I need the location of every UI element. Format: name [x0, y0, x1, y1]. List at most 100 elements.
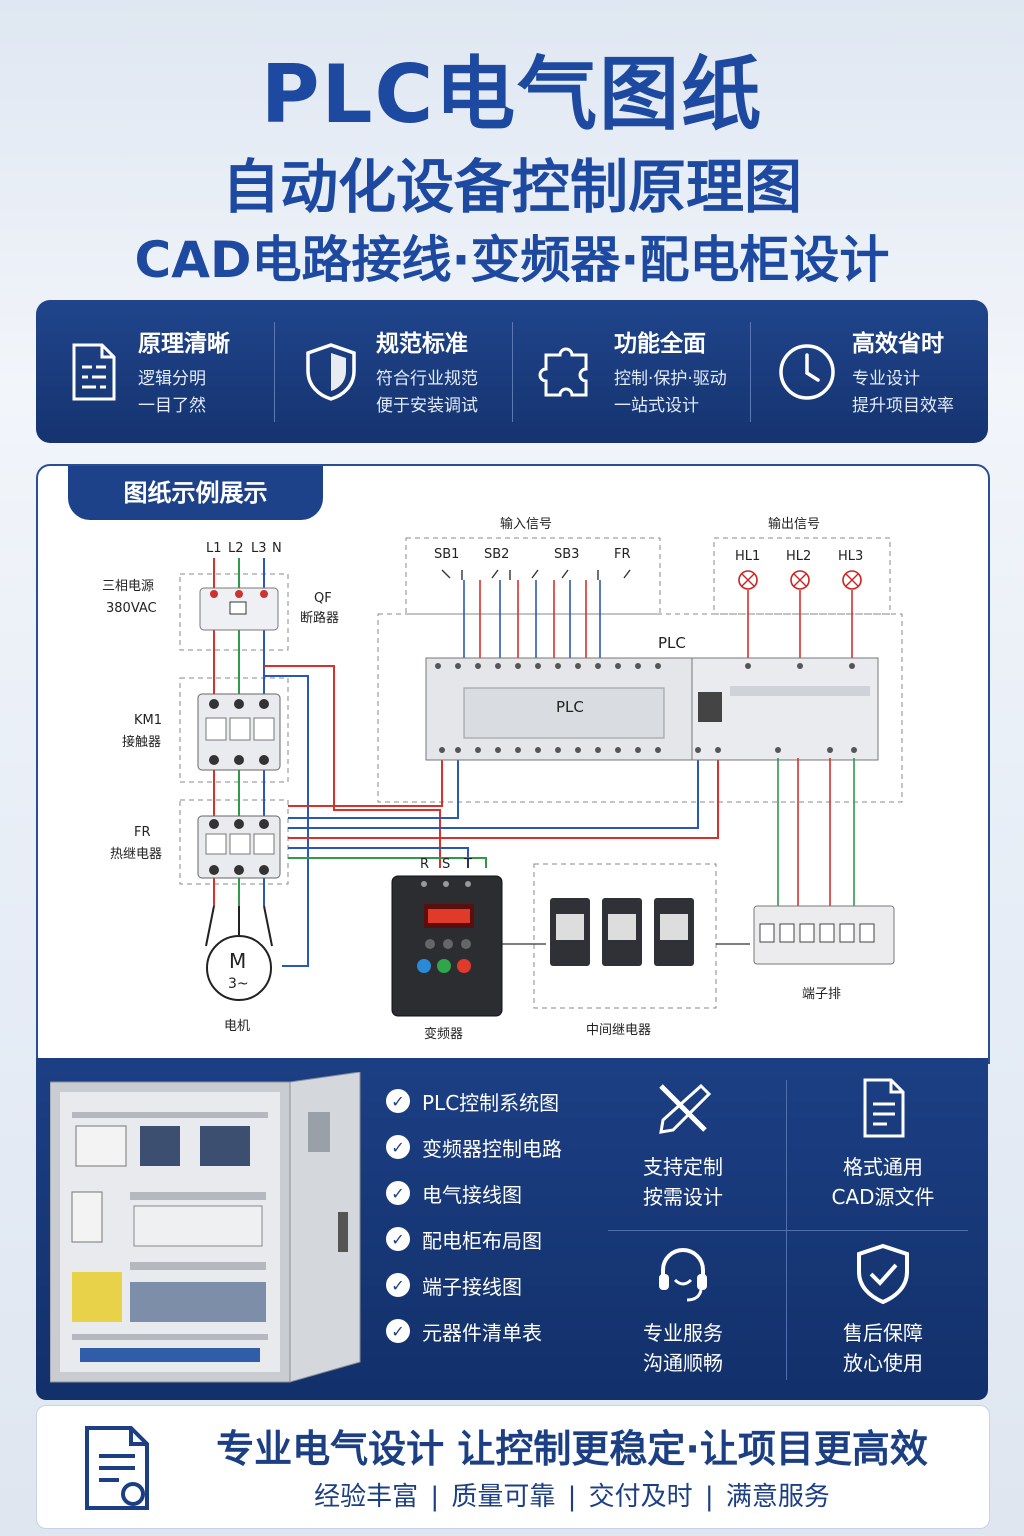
footer-sub: 经验丰富 | 质量可靠 | 交付及时 | 满意服务	[314, 1482, 830, 1512]
feature-efficient: 高效省时 专业设计 提升项目效率	[750, 300, 988, 443]
checklist-item: ✓变频器控制电路	[386, 1124, 596, 1170]
intermediate-relays	[550, 898, 694, 966]
output-label: 输出信号	[768, 516, 820, 532]
vfd-terminal: T	[463, 857, 472, 872]
feature-title: 规范标准	[376, 330, 468, 357]
checklist-label: PLC控制系统图	[422, 1090, 560, 1115]
output-lamp-label: HL1	[735, 549, 760, 564]
document-gear-icon	[85, 1426, 149, 1510]
check-icon: ✓	[386, 1319, 410, 1343]
relay-name: 中间继电器	[586, 1023, 651, 1038]
schematic-panel: L1 L2 L3 N 三相电源 380VAC QF 断路器 KM1 接触器 FR…	[36, 464, 990, 1064]
service-line: 沟通顺畅	[643, 1351, 723, 1375]
phase-labels: L1 L2 L3 N	[206, 541, 282, 556]
check-icon: ✓	[386, 1089, 410, 1113]
vfd-drive	[391, 875, 503, 1017]
footer-banner: 专业电气设计 让控制更稳定·让项目更高效 经验丰富 | 质量可靠 | 交付及时 …	[36, 1405, 990, 1529]
feature-line: 便于安装调试	[376, 395, 478, 416]
service-line: 放心使用	[843, 1351, 923, 1375]
input-frame	[405, 537, 661, 615]
feature-clarity: 原理清晰 逻辑分明 一目了然	[36, 300, 274, 443]
checklist-item: ✓ 端子接线图	[386, 1262, 596, 1308]
deliverable-checklist: ✓PLC控制系统图 ✓变频器控制电路 ✓电气接线图 ✓配电柜布局图 ✓端子接线图…	[386, 1078, 596, 1354]
service-support: 专业服务 沟通顺畅	[598, 1238, 768, 1386]
shield-check-icon	[857, 1243, 909, 1305]
feature-title: 高效省时	[852, 330, 944, 357]
fr-name: 热继电器	[110, 847, 162, 862]
cabinet-image	[50, 1072, 361, 1383]
motor-letter: M	[229, 949, 246, 973]
phase-label: L1	[206, 541, 222, 556]
plc-frame	[377, 613, 903, 803]
check-icon: ✓	[386, 1181, 410, 1205]
product-panel: ✓PLC控制系统图 ✓变频器控制电路 ✓电气接线图 ✓配电柜布局图 ✓端子接线图…	[36, 1058, 988, 1400]
check-icon: ✓	[386, 1135, 410, 1159]
document-icon	[72, 343, 116, 400]
output-lamp-label: HL3	[838, 549, 863, 564]
feature-standard: 规范标准 符合行业规范 便于安装调试	[274, 300, 512, 443]
plc-label: PLC	[556, 698, 584, 716]
vfd-terminal-labels: R S T	[420, 857, 472, 872]
plc-module: PLC	[425, 657, 879, 761]
phase-label: L3	[251, 541, 267, 556]
page-tagline: CAD电路接线·变频器·配电柜设计	[134, 231, 890, 289]
divider	[608, 1230, 968, 1231]
service-line: CAD源文件	[831, 1185, 935, 1209]
plc-top-label: PLC	[658, 634, 686, 652]
clock-icon	[779, 343, 835, 400]
diagram-tag: 图纸示例展示	[68, 466, 323, 520]
check-icon: ✓	[386, 1273, 410, 1297]
service-line: 格式通用	[843, 1155, 923, 1179]
service-line: 按需设计	[643, 1185, 723, 1209]
input-buttons: SB1 SB2 SB3 FR	[434, 547, 631, 580]
vfd-name: 变频器	[424, 1026, 463, 1042]
input-button-label: SB1	[434, 547, 459, 562]
service-format: 格式通用 CAD源文件	[798, 1072, 968, 1220]
feature-line: 逻辑分明	[138, 368, 206, 389]
feature-bar: 原理清晰 逻辑分明 一目了然 规范标准 符合行业规范 便于安装调试 功能全面 控…	[36, 300, 988, 443]
checklist-label: 配电柜布局图	[422, 1228, 542, 1253]
qf-code: QF	[314, 591, 332, 606]
puzzle-icon	[538, 347, 588, 396]
feature-line: 一目了然	[138, 395, 206, 416]
service-line: 售后保障	[843, 1321, 923, 1345]
feature-complete: 功能全面 控制·保护·驱动 一站式设计	[512, 300, 750, 443]
header: PLC电气图纸 自动化设备控制原理图 CAD电路接线·变频器·配电柜设计	[0, 0, 1024, 300]
input-button-label: SB2	[484, 547, 509, 562]
motor-name: 电机	[224, 1019, 250, 1034]
file-icon	[863, 1078, 905, 1138]
feature-line: 提升项目效率	[852, 395, 954, 416]
service-grid: 支持定制 按需设计 格式通用 CAD源文件 专业服务 沟通顺畅	[598, 1072, 978, 1392]
service-line: 专业服务	[643, 1321, 723, 1345]
terminal-name: 端子排	[802, 987, 841, 1002]
output-lamps: HL1 HL2 HL3	[735, 549, 863, 590]
feature-line: 专业设计	[852, 368, 920, 389]
km-frame	[179, 677, 289, 783]
km-code: KM1	[134, 713, 162, 728]
input-button-label: FR	[614, 547, 631, 562]
checklist-item: ✓ 电气接线图	[386, 1170, 596, 1216]
terminal-block	[753, 905, 895, 965]
headset-icon	[659, 1248, 707, 1302]
fr-thermal-relay	[197, 815, 281, 879]
feature-title: 功能全面	[614, 330, 706, 357]
phase-label: N	[272, 541, 282, 556]
page-title: PLC电气图纸	[260, 48, 764, 141]
service-aftersales: 售后保障 放心使用	[798, 1238, 968, 1386]
checklist-label: 元器件清单表	[422, 1320, 542, 1345]
checklist-label: 电气接线图	[422, 1182, 522, 1207]
feature-line: 一站式设计	[614, 395, 699, 416]
shield-icon	[306, 342, 356, 401]
checklist-label: 端子接线图	[422, 1274, 522, 1299]
phase-label: L2	[228, 541, 244, 556]
qf-name: 断路器	[300, 610, 339, 626]
motor-phase: 3~	[228, 976, 249, 992]
feature-line: 符合行业规范	[376, 368, 478, 389]
km-name: 接触器	[122, 734, 161, 750]
fr-code: FR	[134, 825, 151, 840]
fr-frame	[179, 799, 289, 885]
vfd-terminal: R	[420, 857, 429, 872]
input-label: 输入信号	[500, 516, 552, 532]
service-line: 支持定制	[643, 1155, 723, 1179]
checklist-item: ✓配电柜布局图	[386, 1216, 596, 1262]
